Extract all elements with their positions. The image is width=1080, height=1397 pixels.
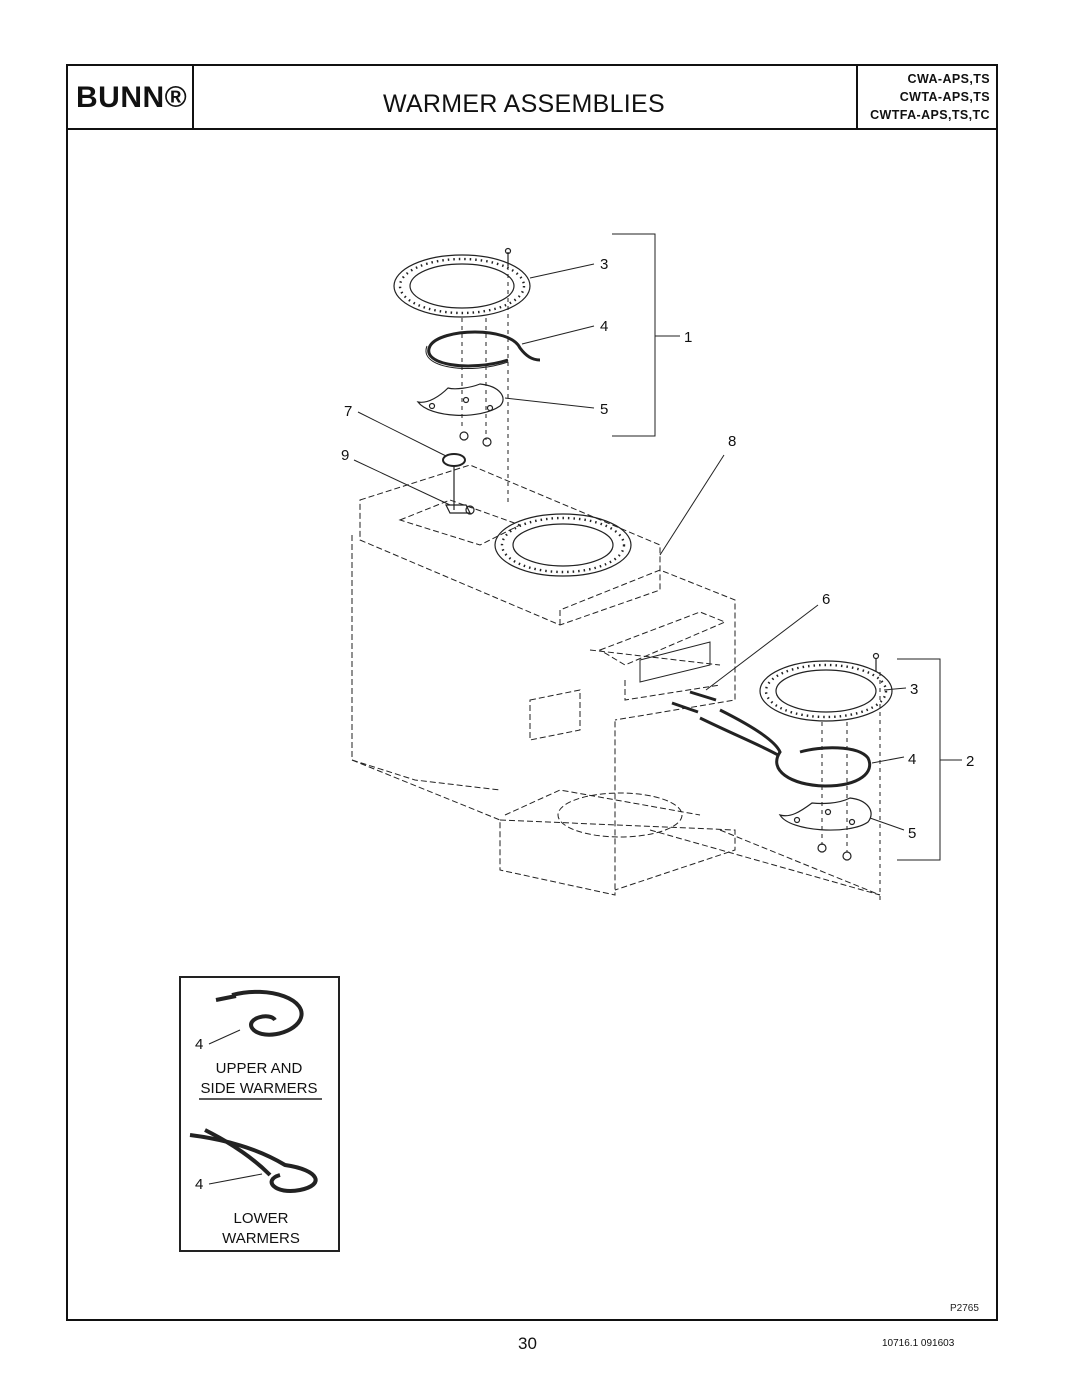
model-name: CWA-APS,TS (907, 72, 990, 86)
callout-number: 9 (341, 447, 349, 464)
callout-number: 3 (600, 256, 608, 273)
side-warmer-plate (759, 652, 893, 722)
bunn-logo: BUNN® (76, 81, 188, 114)
upper-warmer-bracket (416, 383, 504, 447)
callout-number: 2 (966, 753, 974, 770)
callout-number: 5 (600, 401, 608, 418)
legend-caption: UPPER AND (216, 1060, 303, 1077)
model-list: CWA-APS,TS CWTA-APS,TS CWTFA-APS,TS,TC (856, 66, 996, 128)
page-frame: BUNN® WARMER ASSEMBLIES CWA-APS,TS CWTA-… (66, 64, 998, 1321)
page-header: BUNN® WARMER ASSEMBLIES CWA-APS,TS CWTA-… (68, 66, 996, 130)
drawing-reference: P2765 (950, 1303, 979, 1314)
brewer-body-outline (351, 464, 881, 896)
callout-number: 8 (728, 433, 736, 450)
legend-part-number: 4 (195, 1036, 203, 1053)
document-number: 10716.1 091603 (882, 1338, 955, 1349)
callout-number: 4 (908, 751, 916, 768)
callout-number: 7 (344, 403, 352, 420)
switch-part (442, 453, 475, 515)
trade-name-placard (639, 641, 711, 683)
body-warmer-plate (494, 513, 632, 577)
page-number: 30 (518, 1334, 537, 1353)
side-warmer-bracket (778, 797, 872, 861)
legend-caption: SIDE WARMERS (201, 1080, 318, 1097)
logo-cell: BUNN® (68, 66, 194, 128)
callout-number: 5 (908, 825, 916, 842)
callout-number: 3 (910, 681, 918, 698)
callout-number: 6 (822, 591, 830, 608)
side-warmer-element (671, 690, 872, 788)
side-alignment-lines (821, 672, 881, 900)
callout-number: 4 (600, 318, 608, 335)
callout-number: 1 (684, 329, 692, 346)
page-title: WARMER ASSEMBLIES (382, 89, 666, 118)
upper-warmer-plate (393, 247, 531, 318)
legend-caption: LOWER (233, 1210, 288, 1227)
model-name: CWTA-APS,TS (899, 90, 990, 104)
model-name: CWTFA-APS,TS,TC (870, 108, 990, 122)
warmer-legend-box: 4 UPPER AND SIDE WARMERS 4 LOWER WARMERS (179, 976, 340, 1252)
legend-part-number: 4 (195, 1176, 203, 1193)
upper-warmer-element (425, 330, 541, 369)
alignment-lines (461, 266, 509, 505)
legend-caption: WARMERS (222, 1230, 300, 1247)
callout-leaders (353, 233, 962, 861)
